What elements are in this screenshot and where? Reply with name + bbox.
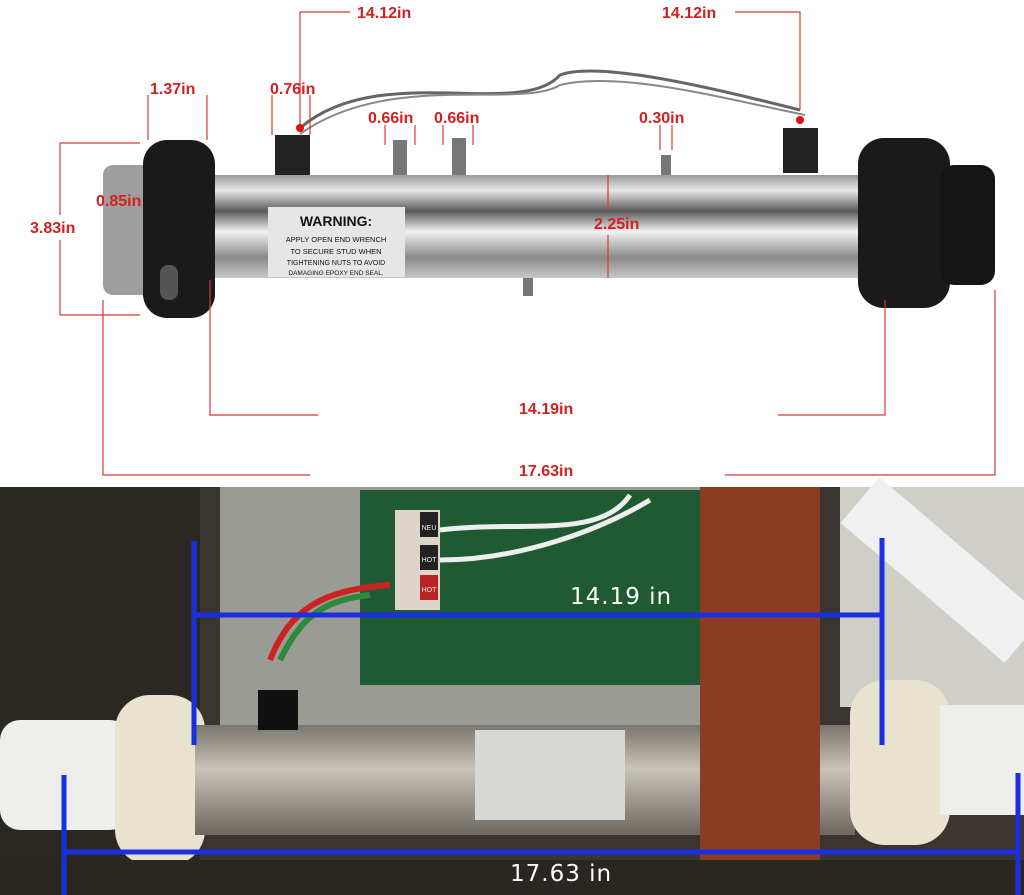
warning-line: TO SECURE STUD WHEN — [290, 247, 381, 256]
dim-tube-length: 14.19in — [519, 401, 573, 418]
dim-union-diameter: 3.83in — [30, 220, 75, 237]
sensor-wire — [299, 69, 801, 130]
stud-2 — [452, 138, 466, 175]
small-stud — [661, 155, 671, 175]
installed-photo: NEU HOT HOT 14.19 in 17.63 in — [0, 477, 1024, 895]
photo-dim-tube-length: 14.19 in — [570, 584, 672, 610]
stud-1 — [393, 140, 407, 175]
sensor-well-left — [275, 135, 310, 175]
dim-stud-1: 0.66in — [368, 110, 413, 127]
left-pipe-stub — [103, 165, 153, 295]
dim-wire-left: 14.12in — [357, 5, 411, 22]
dim-stud-2: 0.66in — [434, 110, 479, 127]
sensor-well-right — [783, 128, 818, 173]
dim-wire-right: 14.12in — [662, 5, 716, 22]
left-union — [143, 140, 215, 318]
right-photo-union — [850, 680, 950, 845]
photo-dim-overall-length: 17.63 in — [510, 861, 612, 887]
left-photo-union — [115, 695, 205, 865]
right-pipe-stub — [940, 165, 995, 285]
warning-label: WARNING: APPLY OPEN END WRENCH TO SECURE… — [268, 207, 405, 277]
dim-tube-diameter: 2.25in — [594, 216, 639, 233]
warning-line: TIGHTENING NUTS TO AVOID — [287, 260, 385, 267]
warning-title: WARNING: — [300, 213, 372, 229]
warning-line: APPLY OPEN END WRENCH — [286, 235, 387, 244]
warning-line: DAMAGING EPOXY END SEAL. — [288, 270, 383, 277]
measure-lines — [61, 538, 1021, 895]
terminal-label: NEU — [422, 525, 437, 532]
dim-union-width: 1.37in — [150, 81, 195, 98]
dim-sensor-well: 0.76in — [270, 81, 315, 98]
terminal-label: HOT — [422, 587, 438, 594]
dim-overall-length: 17.63in — [519, 463, 573, 480]
dim-inlet-offset: 0.85in — [96, 193, 141, 210]
terminal-label: HOT — [422, 557, 438, 564]
dim-small-stud: 0.30in — [639, 110, 684, 127]
right-union — [858, 138, 950, 308]
heater-diagram: WARNING: APPLY OPEN END WRENCH TO SECURE… — [30, 5, 996, 480]
dimension-lines — [59, 11, 996, 476]
